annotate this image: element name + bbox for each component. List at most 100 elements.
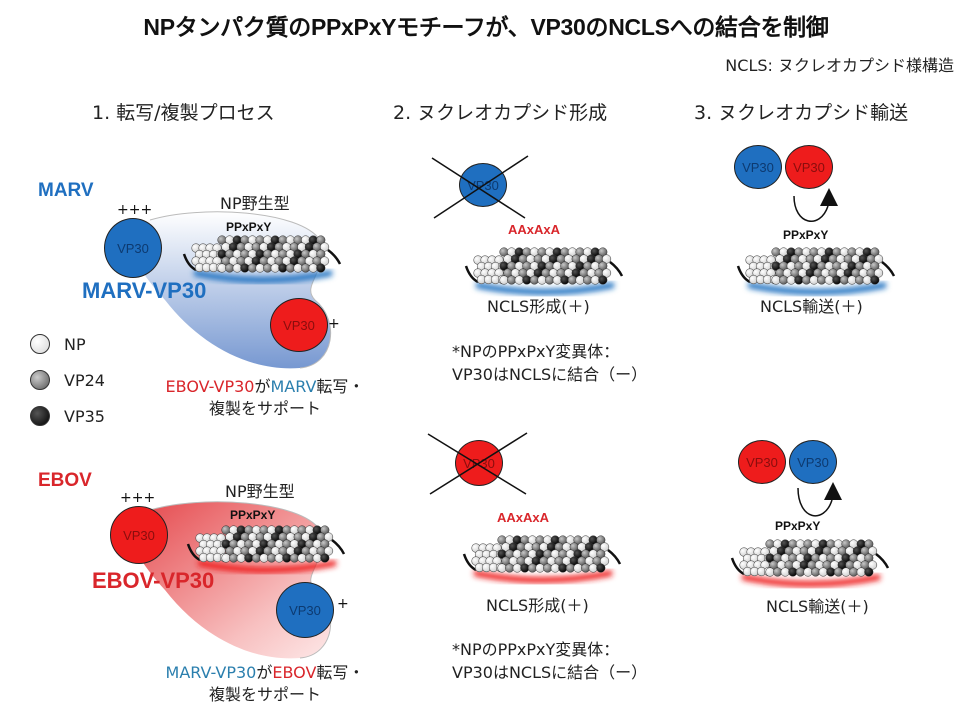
vp30-label: VP30 (117, 240, 149, 256)
np-bead (818, 567, 828, 577)
vp35-bead (316, 263, 326, 273)
marv-vp30-circle: VP30 (789, 440, 837, 484)
np-dot-icon (30, 334, 50, 354)
caption-end: 転写・ (316, 377, 365, 396)
vp35-bead (598, 275, 608, 285)
caption-ebov-vp30: EBOV-VP30 (165, 377, 255, 396)
legend-label: VP24 (64, 370, 105, 390)
vp24-bead (870, 247, 880, 257)
transport-motif-label: PPxPxY (775, 519, 821, 533)
caption-line2: 複製をサポート (208, 685, 321, 704)
vp24-bead (833, 567, 843, 577)
ncls-bead-drawing (730, 539, 890, 587)
mutant-note-line1: *NPのPPxPxY変異体： (452, 342, 620, 361)
vp24-bead (870, 261, 880, 271)
marv-vp30-complex-label: MARV-VP30 (82, 278, 207, 303)
legend: NP VP24 VP35 (30, 334, 105, 426)
abbreviation-note: NCLS: ヌクレオカプシド様構造 (725, 56, 954, 75)
vp24-bead (598, 247, 608, 257)
ebov-panel-caption: MARV-VP30がEBOV転写・ 複製をサポート (140, 662, 390, 706)
nucleocapsid-like-structure (464, 244, 624, 298)
np-bead (874, 268, 884, 278)
nucleocapsid-like-structure (186, 522, 346, 576)
step-3-heading: 3. ヌクレオカプシド輸送 (694, 102, 909, 124)
marv-vp30-circle: VP30 (734, 145, 782, 189)
mutant-motif-label: AAxAxA (497, 510, 550, 525)
ncls-bead-drawing (186, 525, 346, 573)
vp24-dot-icon (30, 370, 50, 390)
nucleocapsid-like-structure (736, 244, 896, 298)
ebov-vp30-circle: VP30 (738, 440, 786, 484)
vp35-dot-icon (30, 406, 50, 426)
vp24-bead (596, 549, 606, 559)
ebov-other-vp30-activity: + (337, 596, 349, 612)
caption-marv-vp30: MARV-VP30 (165, 663, 257, 682)
ncls-transport-result: NCLS輸送(＋) (766, 597, 869, 616)
np-bead (320, 242, 330, 252)
np-bead (600, 556, 610, 566)
ncls-formation-result: NCLS形成(＋) (486, 596, 589, 615)
ncls-bead-drawing (462, 535, 622, 583)
np-bead (780, 567, 790, 577)
marv-vp30-circle: VP30 (276, 582, 334, 638)
mutant-note: *NPのPPxPxY変異体： VP30はNCLSに結合（ー） (452, 638, 647, 684)
marv-motif-label: PPxPxY (226, 220, 272, 234)
np-bead (868, 560, 878, 570)
ebov-vp30-circle: VP30 (110, 506, 168, 564)
vp24-bead (320, 539, 330, 549)
ncls-bead-drawing (464, 247, 624, 295)
np-bead (324, 532, 334, 542)
vp24-bead (811, 567, 821, 577)
transport-motif-label: PPxPxY (783, 228, 829, 242)
np-bead (841, 567, 851, 577)
legend-item-vp35: VP35 (30, 406, 105, 426)
np-bead (874, 254, 884, 264)
vp24-bead (320, 525, 330, 535)
ebov-own-vp30-activity: +++ (120, 490, 156, 506)
caption-marv: MARV (270, 377, 317, 396)
legend-label: VP35 (64, 406, 105, 426)
np-bead (803, 567, 813, 577)
ebov-np-wildtype-label: NP野生型 (225, 482, 295, 501)
ebov-virus-label: EBOV (38, 470, 92, 491)
vp35-bead (864, 567, 874, 577)
legend-item-np: NP (30, 334, 105, 354)
ncls-bead-drawing (736, 247, 896, 295)
marv-other-vp30-activity: + (328, 316, 340, 332)
ebov-motif-label: PPxPxY (230, 508, 276, 522)
marv-np-wildtype-label: NP野生型 (220, 194, 290, 213)
caption-ga: が (256, 663, 273, 682)
vp35-bead (596, 563, 606, 573)
caption-ebov: EBOV (272, 663, 317, 682)
vp24-bead (316, 235, 326, 245)
vp24-bead (596, 535, 606, 545)
np-bead (856, 567, 866, 577)
marv-panel-caption: EBOV-VP30がMARV転写・ 複製をサポート (150, 376, 380, 420)
caption-line2: 複製をサポート (208, 399, 321, 418)
vp30-label: VP30 (123, 527, 155, 543)
ncls-transport-result: NCLS輸送(＋) (760, 297, 863, 316)
mutant-note: *NPのPPxPxY変異体： VP30はNCLSに結合（ー） (452, 340, 647, 386)
vp24-bead (773, 567, 783, 577)
vp24-bead (864, 553, 874, 563)
vp24-bead (598, 261, 608, 271)
np-bead (602, 254, 612, 264)
vp24-bead (849, 567, 859, 577)
vp35-bead (320, 553, 330, 563)
vp24-bead (864, 539, 874, 549)
marv-vp30-circle: VP30 (104, 218, 162, 278)
vp35-bead (870, 275, 880, 285)
vp24-bead (316, 249, 326, 259)
ebov-vp30-circle: VP30 (270, 298, 328, 352)
mutant-motif-label: AAxAxA (508, 222, 561, 237)
np-bead (602, 268, 612, 278)
vp30-label: VP30 (742, 159, 774, 175)
vp35-bead (788, 567, 798, 577)
marv-own-vp30-activity: +++ (117, 202, 153, 218)
mutant-note-line2: VP30はNCLSに結合（ー） (452, 365, 648, 384)
np-bead (868, 546, 878, 556)
ncls-bead-drawing (182, 235, 342, 283)
